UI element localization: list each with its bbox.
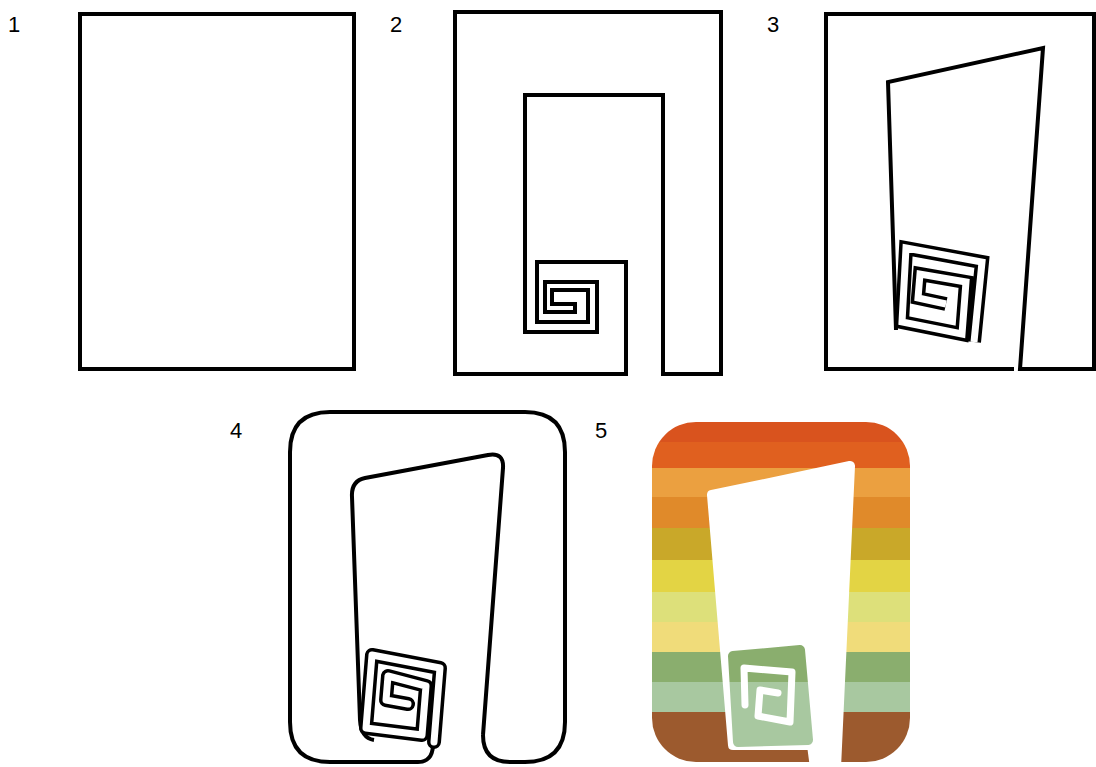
white-spiral <box>744 668 792 722</box>
panel-number: 1 <box>8 12 20 38</box>
skewed-spiral-inner <box>902 248 982 342</box>
rounded-outline <box>290 412 565 762</box>
panel-number: 3 <box>767 12 779 38</box>
skewed-spiral <box>902 248 982 342</box>
panel-number: 2 <box>390 12 402 38</box>
panel-number: 4 <box>230 418 242 444</box>
green-spiral-block <box>733 650 808 742</box>
color-bands <box>652 422 910 762</box>
rounded-spiral-inner <box>366 655 440 742</box>
white-cutout <box>712 466 850 762</box>
square-spiral-outline <box>455 12 721 374</box>
skewed-outline <box>826 14 1094 369</box>
panel-number: 5 <box>595 418 607 444</box>
rounded-spiral <box>366 655 440 742</box>
plain-rectangle <box>80 14 354 369</box>
